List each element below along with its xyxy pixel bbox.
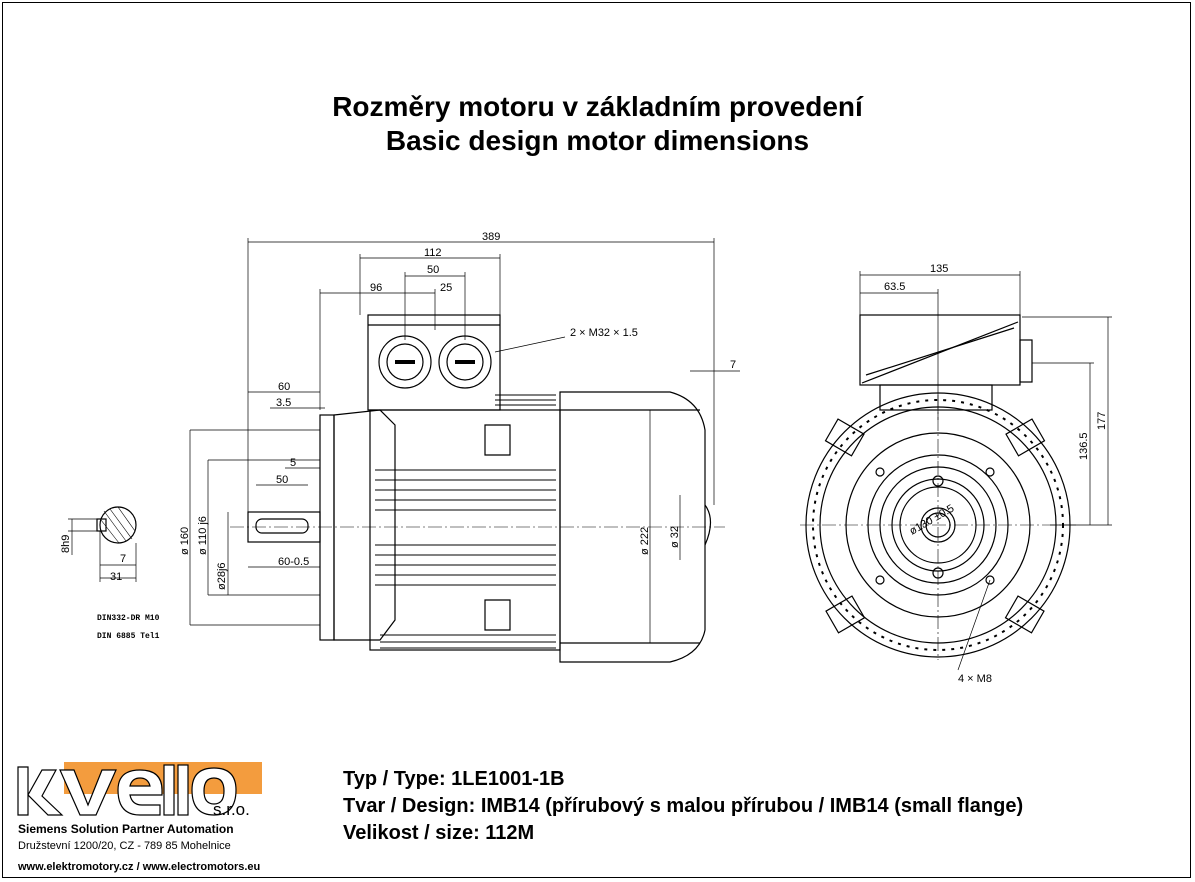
company-address: Družstevní 1200/20, CZ - 789 85 Mohelnic…: [18, 840, 231, 852]
norm-1: DIN332-DR M10: [97, 614, 160, 623]
info-design: Tvar / Design: IMB14 (přírubový s malou …: [343, 795, 1024, 817]
side-view-dimensions: [189, 238, 740, 643]
dim-spigot: 3.5: [276, 397, 291, 409]
dim-shaft-length: 60-0.5: [278, 556, 309, 568]
dim-gland-spacing: 50: [427, 264, 439, 276]
dim-end-height-axis: 136.5: [1078, 432, 1090, 460]
gland-note: 2 × M32 × 1.5: [570, 327, 638, 339]
info-size: Velikost / size: 112M: [343, 822, 535, 844]
terminal-box: [367, 314, 501, 411]
side-view-motor: [230, 314, 725, 663]
logo-suffix: s.r.o.: [213, 800, 250, 819]
norm-2: DIN 6885 Tel1: [97, 632, 160, 641]
dim-box-position: 96: [370, 282, 382, 294]
end-view-dimensions: [859, 271, 1112, 671]
dim-pitch-dia: ø 110 j6: [197, 516, 209, 555]
dim-frame-dia: ø 222: [639, 527, 651, 555]
dim-shaft-shoulder: 5: [290, 457, 296, 469]
dim-end-width: 135: [930, 263, 948, 275]
dim-overall-length: 389: [482, 231, 500, 243]
title-czech: Rozměry motoru v základním provedení: [332, 91, 863, 122]
motor-body: [369, 409, 561, 651]
company-logo: s.r.o.: [17, 762, 262, 819]
bolts-note: 4 × M8: [958, 673, 992, 685]
dim-key-width: 8h9: [60, 535, 72, 553]
dim-flange-dia: ø 160: [179, 527, 191, 555]
info-type: Typ / Type: 1LE1001-1B: [343, 768, 565, 790]
dim-flange-to-box: 60: [278, 381, 290, 393]
company-tagline: Siemens Solution Partner Automation: [18, 822, 234, 836]
shaft-section: [68, 506, 137, 582]
fan-cover: [559, 391, 706, 663]
dim-key-depth: 7: [120, 553, 126, 565]
dim-shaft-dia: ø28j6: [216, 562, 228, 590]
company-web[interactable]: www.elektromotory.cz / www.electromotors…: [18, 861, 261, 873]
dim-key-length: 50: [276, 474, 288, 486]
dim-section-height: 31: [110, 571, 122, 583]
title-english: Basic design motor dimensions: [385, 125, 810, 156]
dim-fan-hole: ø 32: [669, 526, 681, 548]
dim-box-width: 112: [424, 247, 442, 259]
dim-end-height-total: 177: [1096, 412, 1108, 430]
dim-gland-offset: 25: [440, 282, 452, 294]
dim-rear-gap: 7: [730, 359, 736, 371]
flange: [319, 414, 335, 641]
dim-end-half-width: 63.5: [884, 281, 905, 293]
